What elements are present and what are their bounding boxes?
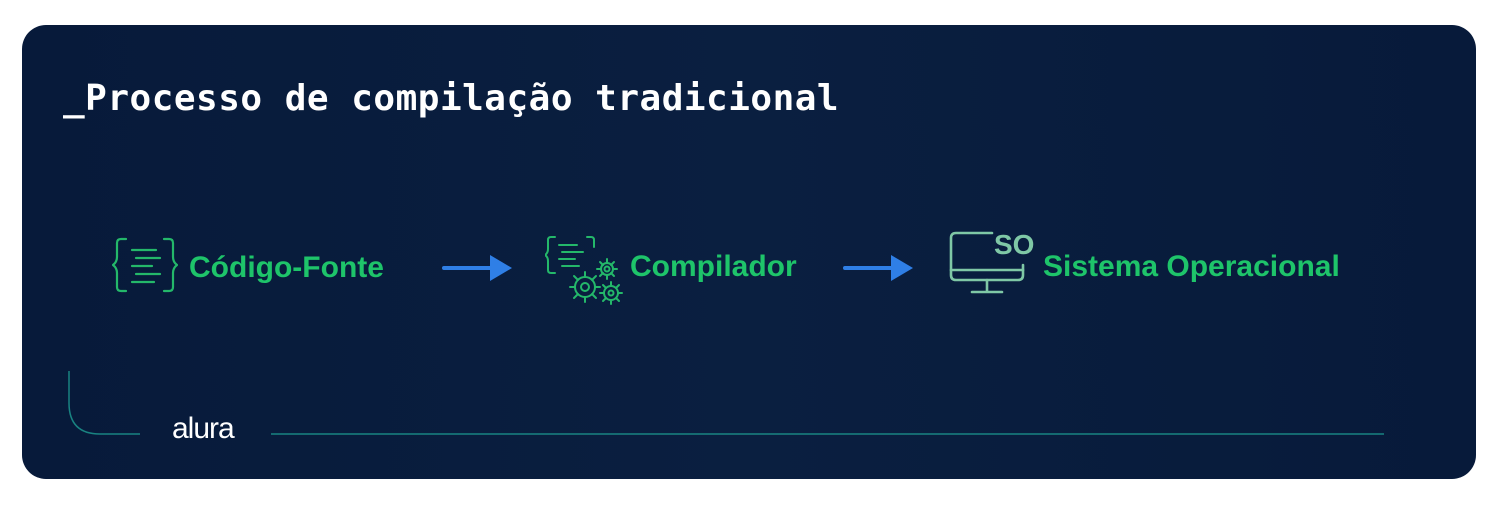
node-compiler-label: Compilador [630, 250, 797, 283]
monitor-icon: SO [949, 229, 1034, 294]
bottom-frame-line [68, 371, 1384, 435]
monitor-so-text: SO [994, 229, 1034, 260]
diagram-card: _Processo de compilação tradicional Códi… [22, 25, 1476, 479]
compiler-gears-icon [545, 236, 623, 305]
diagram-title: _Processo de compilação tradicional [63, 78, 840, 119]
arrow-source-to-compiler [442, 255, 512, 281]
node-operating-system-label: Sistema Operacional [1043, 250, 1340, 283]
alura-logo: alura [172, 412, 235, 445]
node-source-code-label: Código-Fonte [189, 251, 384, 284]
arrow-compiler-to-os [843, 255, 913, 281]
source-code-icon [112, 237, 178, 293]
